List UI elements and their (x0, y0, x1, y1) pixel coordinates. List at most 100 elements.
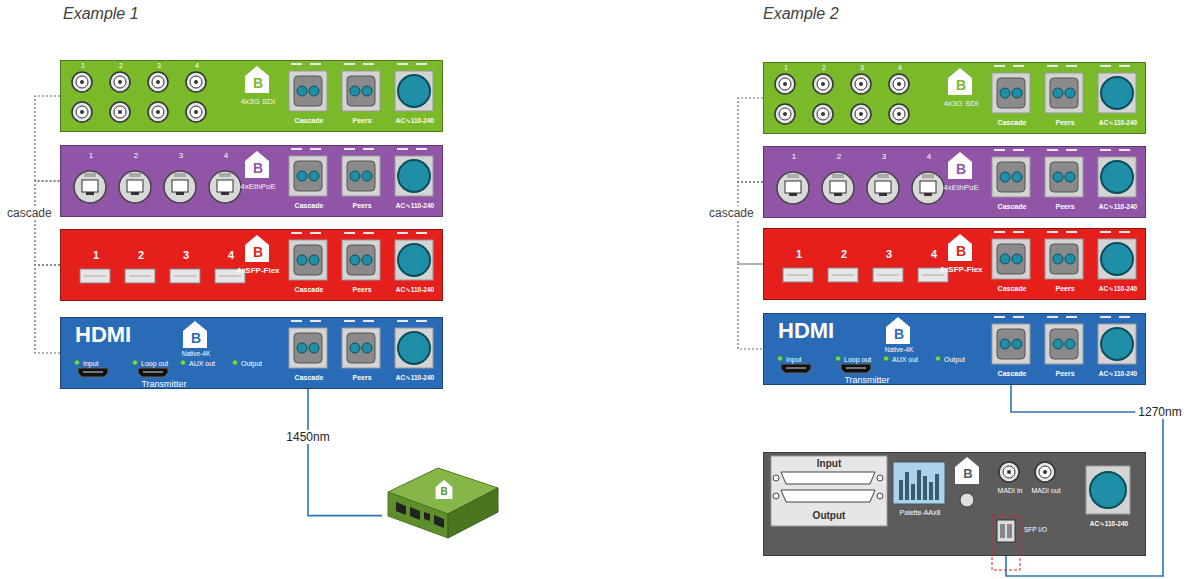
port-number: 1 (93, 250, 99, 261)
port-number: 2 (822, 64, 826, 71)
port-number: 3 (179, 152, 183, 160)
model-name: 4xSFP-Flex (236, 267, 279, 275)
led-label: AUX out (892, 356, 918, 363)
rack-unit: 1234B4x3G SDICascadePeersAC∿110-240 (763, 62, 1146, 134)
port-label: Peers (352, 202, 371, 209)
logo-letter: B (963, 467, 972, 480)
port-number: 3 (157, 62, 161, 69)
power-label: AC∿110-240 (1099, 371, 1137, 378)
port-label: Peers (352, 374, 371, 381)
rack-unit: 1 2 3 4 B 4xSFP-FlexCascade Peers AC∿110-240 (763, 228, 1146, 300)
model-name: Palette-AAx8 (900, 509, 941, 516)
port-number: 2 (837, 153, 841, 161)
cascade-link (738, 98, 763, 182)
port-number: 4 (195, 62, 199, 69)
port-label: Cascade (295, 374, 324, 381)
unit-name: Transmitter (141, 380, 186, 389)
model-name: 4xEthPoE (240, 183, 276, 191)
logo-letter: B (956, 78, 966, 92)
power-label: AC∿110-240 (396, 287, 434, 294)
device-illustration (60, 60, 443, 132)
port-label: Cascade (295, 202, 324, 209)
model-name: 4x3G SDI (241, 98, 276, 106)
logo-letter: B (894, 327, 904, 341)
port-label: Peers (1055, 119, 1074, 126)
port-number: 2 (119, 62, 123, 69)
power-label: AC∿110-240 (1090, 521, 1128, 528)
model-name: Native-4K (885, 347, 914, 354)
port-number: 3 (860, 64, 864, 71)
cascade-link (35, 96, 60, 181)
port-number: 1 (792, 153, 796, 161)
device-illustration (60, 229, 443, 301)
led-label: AUX out (189, 360, 215, 367)
port-label: Peers (1055, 285, 1074, 292)
example-title: Example 1 (63, 6, 139, 22)
port-label: Cascade (998, 119, 1027, 126)
model-name: Native-4K (182, 351, 211, 358)
fiber-link (308, 389, 382, 516)
cascade-link (35, 265, 60, 353)
port-number: 1 (784, 64, 788, 71)
logo-letter: B (191, 331, 201, 345)
logo-letter: B (253, 76, 263, 90)
power-label: AC∿110-240 (1099, 286, 1137, 293)
wavelength-label: 1270nm (1135, 405, 1184, 419)
model-name: 4xSFP-Flex (939, 266, 982, 274)
port-number: 4 (931, 249, 937, 260)
led-label: Loop out (141, 360, 168, 367)
rack-unit: 1 2 3 4B 4x3G SDI Cascade Peers AC∿110-240 (60, 60, 443, 132)
port-number: 4 (228, 250, 234, 261)
logo-letter: B (956, 162, 966, 176)
power-label: AC∿110-240 (1099, 120, 1137, 127)
connector-label: Output (813, 511, 846, 521)
device-illustration (382, 458, 502, 554)
port-number: 3 (886, 249, 892, 260)
port-label: Peers (1055, 203, 1074, 210)
power-label: AC∿110-240 (396, 118, 434, 125)
power-label: AC∿110-240 (396, 375, 434, 382)
led-label: Output (241, 360, 262, 367)
port-number: 3 (882, 153, 886, 161)
port-number: 1 (796, 249, 802, 260)
port-number: 3 (183, 250, 189, 261)
port-number: 2 (138, 250, 144, 261)
port-number: 2 (134, 152, 138, 160)
unit-name: Transmitter (844, 376, 889, 385)
port-number: 1 (81, 62, 85, 69)
connector-label: Input (817, 459, 841, 469)
mini-device: B (382, 458, 502, 554)
power-label: AC∿110-240 (396, 203, 434, 210)
bracket-label: cascade (706, 206, 757, 220)
led-label: Output (944, 356, 965, 363)
port-label: Peers (352, 117, 371, 124)
logo-letter: B (253, 245, 263, 259)
cascade-link (738, 182, 763, 264)
port-number: 4 (927, 153, 931, 161)
wavelength-label: 1450nm (283, 430, 332, 444)
led-label: Loop out (844, 356, 871, 363)
hdmi-logo: HDMI (778, 320, 834, 342)
connector-label: SFP I/O (1024, 527, 1047, 534)
power-label: AC∿110-240 (1099, 204, 1137, 211)
logo-letter: B (956, 244, 966, 258)
audio-device: InputOutputPalette-AAx8BMADI inMADI outS… (763, 452, 1146, 556)
rack-unit: HDMIBNative-4KInputLoop outAUX outOutput… (60, 317, 443, 389)
port-number: 1 (89, 152, 93, 160)
port-label: Peers (1055, 370, 1074, 377)
hdmi-logo: HDMI (75, 324, 131, 346)
port-label: Cascade (998, 203, 1027, 210)
port-label: Cascade (295, 117, 324, 124)
port-label: Peers (352, 286, 371, 293)
model-name: 4x3G SDI (944, 100, 979, 108)
connector-label: MADI out (1031, 487, 1060, 494)
port-number: 2 (841, 249, 847, 260)
device-illustration (60, 145, 443, 217)
port-label: Cascade (998, 285, 1027, 292)
rack-unit: HDMIBNative-4KInputLoop outAUX outOutput… (763, 313, 1146, 385)
model-name: 4xEthPoE (943, 184, 979, 192)
device-illustration (763, 146, 1146, 218)
device-illustration (763, 228, 1146, 300)
port-label: Cascade (295, 286, 324, 293)
